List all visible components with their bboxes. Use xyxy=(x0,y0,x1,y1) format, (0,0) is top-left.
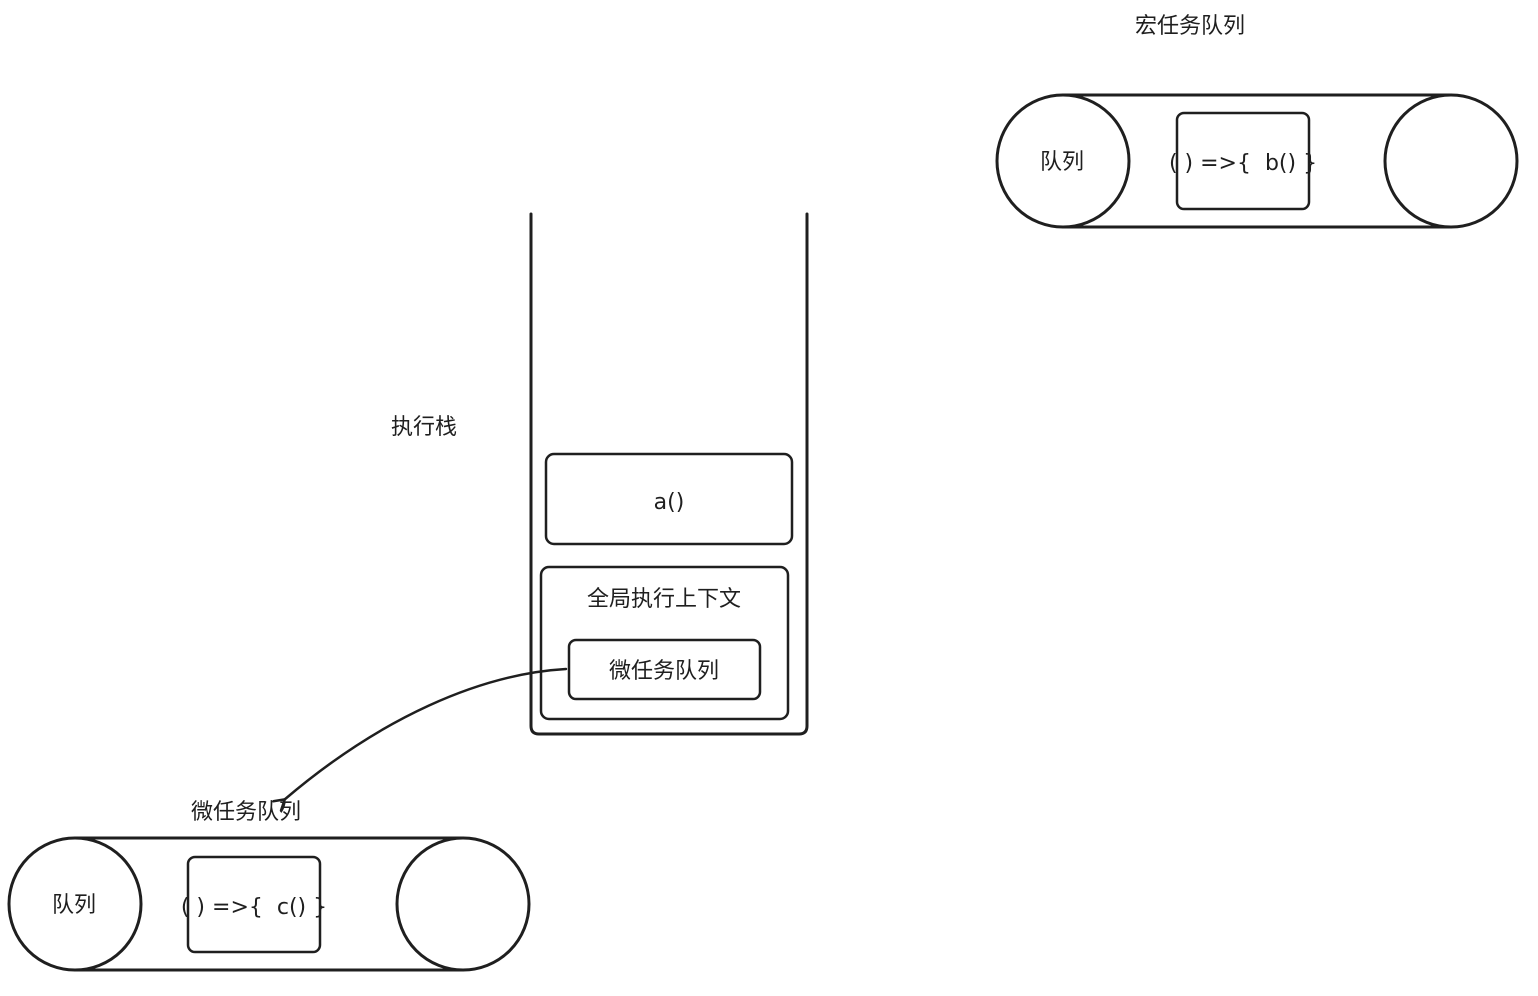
micro-queue-ref-box xyxy=(567,638,762,701)
macro-queue-left-roller xyxy=(995,93,1131,229)
macro-task-text: ( ) =>{ b() } xyxy=(1169,151,1317,176)
micro-queue-title: 微任务队列 xyxy=(191,800,301,825)
stack-frame-a xyxy=(544,452,794,546)
micro-task-text: ( ) =>{ c() } xyxy=(181,895,327,920)
stack-label: 执行栈 xyxy=(391,415,457,440)
micro-queue-left-roller xyxy=(7,836,143,972)
macro-queue-title: 宏任务队列 xyxy=(1135,14,1245,39)
micro-queue-right-roller xyxy=(395,836,531,972)
global-context-text: 全局执行上下文 xyxy=(587,587,741,612)
macro-task-box xyxy=(1175,111,1311,211)
macro-task-queue: 宏任务队列 队列 ( ) =>{ b() } xyxy=(995,14,1519,229)
micro-task-box xyxy=(186,855,322,954)
micro-queue-ref-text: 微任务队列 xyxy=(609,659,719,684)
micro-task-queue: 微任务队列 队列 ( ) =>{ c() } xyxy=(7,800,531,972)
macro-queue-left-label: 队列 xyxy=(1040,150,1084,175)
micro-queue-left-label: 队列 xyxy=(52,893,96,918)
arrow-to-micro-queue xyxy=(284,667,568,800)
macro-queue-right-roller xyxy=(1383,93,1519,229)
stack-frame-a-text: a() xyxy=(654,490,685,515)
stack-container xyxy=(529,212,809,736)
execution-stack: 执行栈 a() 全局执行上下文 微任务队列 xyxy=(391,212,809,736)
